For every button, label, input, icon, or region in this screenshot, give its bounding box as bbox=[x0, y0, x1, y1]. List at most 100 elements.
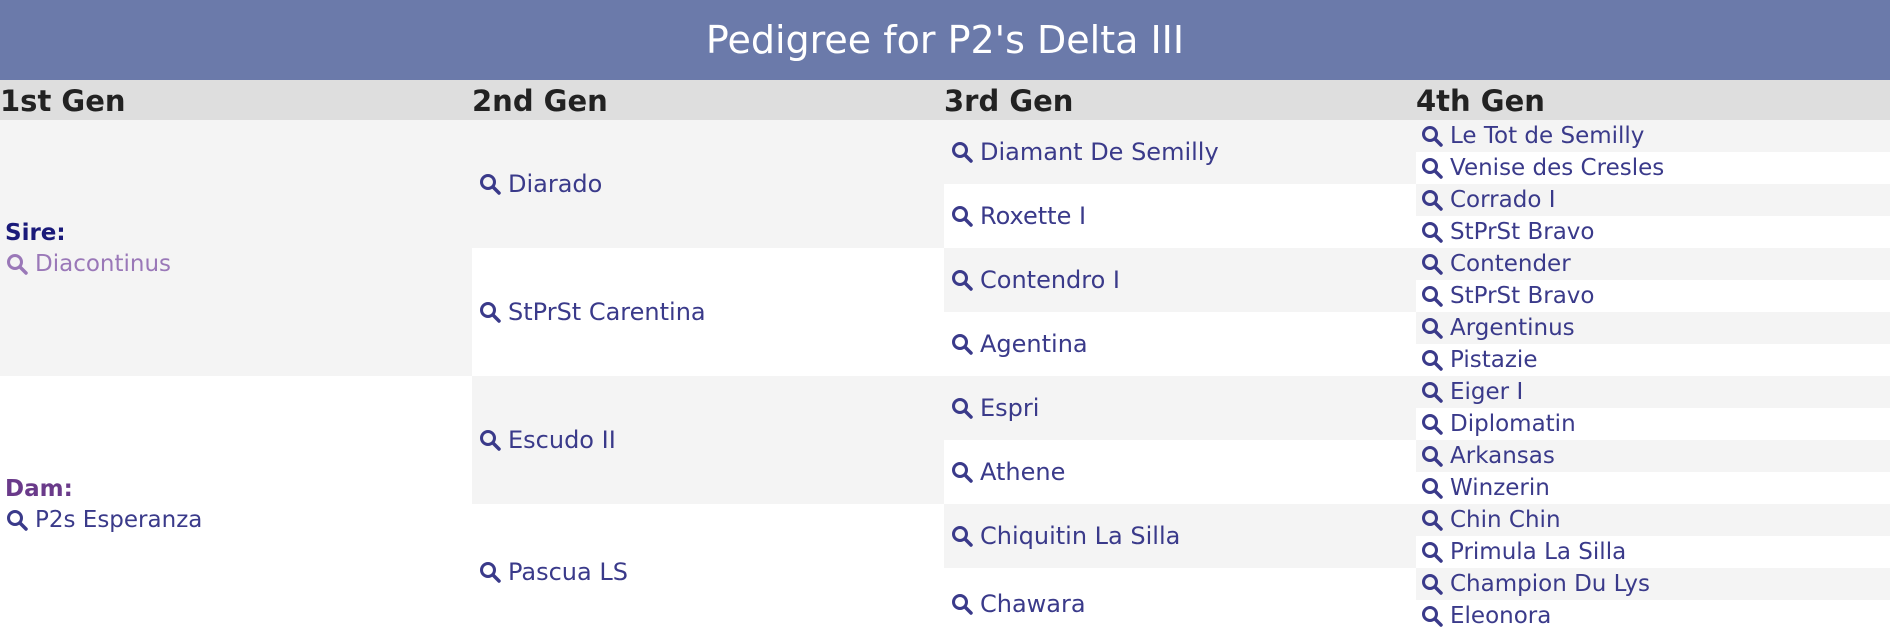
gen3-item[interactable]: Athene bbox=[944, 440, 1416, 504]
sire-cell: Sire: Diacontinus bbox=[0, 120, 472, 376]
gen2-item[interactable]: StPrSt Carentina bbox=[472, 248, 944, 376]
gen4-name[interactable]: StPrSt Bravo bbox=[1450, 283, 1595, 309]
gen3-item[interactable]: Diamant De Semilly bbox=[944, 120, 1416, 184]
gen4-name[interactable]: Corrado I bbox=[1450, 187, 1556, 213]
search-icon[interactable] bbox=[1420, 572, 1444, 596]
dam-cell: Dam: P2s Esperanza bbox=[0, 376, 472, 640]
search-icon[interactable] bbox=[950, 524, 974, 548]
gen4-item[interactable]: Arkansas bbox=[1416, 440, 1890, 472]
gen3-item[interactable]: Agentina bbox=[944, 312, 1416, 376]
search-icon[interactable] bbox=[478, 428, 502, 452]
sire-name[interactable]: Diacontinus bbox=[35, 251, 172, 277]
search-icon[interactable] bbox=[1420, 156, 1444, 180]
search-icon[interactable] bbox=[1420, 380, 1444, 404]
gen2-item[interactable]: Diarado bbox=[472, 120, 944, 248]
gen4-name[interactable]: Le Tot de Semilly bbox=[1450, 123, 1645, 149]
gen-3-header: 3rd Gen bbox=[944, 84, 1074, 118]
page-title: Pedigree for P2's Delta III bbox=[705, 18, 1185, 62]
gen4-item[interactable]: Chin Chin bbox=[1416, 504, 1890, 536]
gen2-name[interactable]: Pascua LS bbox=[508, 558, 628, 586]
gen3-item[interactable]: Chawara bbox=[944, 568, 1416, 640]
gen2-name[interactable]: Escudo II bbox=[508, 426, 616, 454]
gen3-name[interactable]: Contendro I bbox=[980, 266, 1121, 294]
gen4-item[interactable]: Argentinus bbox=[1416, 312, 1890, 344]
gen-1-header: 1st Gen bbox=[0, 84, 126, 118]
gen4-name[interactable]: Argentinus bbox=[1450, 315, 1575, 341]
search-icon[interactable] bbox=[478, 560, 502, 584]
gen4-item[interactable]: StPrSt Bravo bbox=[1416, 280, 1890, 312]
search-icon[interactable] bbox=[950, 396, 974, 420]
gen4-name[interactable]: Primula La Silla bbox=[1450, 539, 1627, 565]
search-icon[interactable] bbox=[950, 460, 974, 484]
search-icon[interactable] bbox=[1420, 124, 1444, 148]
gen4-name[interactable]: Contender bbox=[1450, 251, 1571, 277]
gen3-item[interactable]: Contendro I bbox=[944, 248, 1416, 312]
search-icon[interactable] bbox=[1420, 508, 1444, 532]
gen4-item[interactable]: Winzerin bbox=[1416, 472, 1890, 504]
search-icon[interactable] bbox=[1420, 284, 1444, 308]
search-icon[interactable] bbox=[950, 268, 974, 292]
dam-name[interactable]: P2s Esperanza bbox=[35, 507, 203, 533]
dam-label: Dam: bbox=[5, 476, 73, 502]
gen2-item[interactable]: Pascua LS bbox=[472, 504, 944, 640]
search-icon[interactable] bbox=[1420, 444, 1444, 468]
gen3-name[interactable]: Chiquitin La Silla bbox=[980, 522, 1181, 550]
search-icon[interactable] bbox=[950, 592, 974, 616]
sire-link[interactable]: Diacontinus bbox=[5, 248, 472, 280]
search-icon[interactable] bbox=[1420, 476, 1444, 500]
search-icon[interactable] bbox=[950, 204, 974, 228]
gen2-item[interactable]: Escudo II bbox=[472, 376, 944, 504]
gen4-item[interactable]: Primula La Silla bbox=[1416, 536, 1890, 568]
search-icon[interactable] bbox=[5, 508, 29, 532]
gen3-name[interactable]: Espri bbox=[980, 394, 1040, 422]
search-icon[interactable] bbox=[478, 172, 502, 196]
gen4-item[interactable]: Pistazie bbox=[1416, 344, 1890, 376]
search-icon[interactable] bbox=[950, 140, 974, 164]
gen3-name[interactable]: Agentina bbox=[980, 330, 1088, 358]
gen3-name[interactable]: Chawara bbox=[980, 590, 1086, 618]
search-icon[interactable] bbox=[950, 332, 974, 356]
generation-header-row: 1st Gen 2nd Gen 3rd Gen 4th Gen bbox=[0, 80, 1890, 120]
gen4-item[interactable]: Eiger I bbox=[1416, 376, 1890, 408]
dam-link[interactable]: P2s Esperanza bbox=[5, 504, 472, 536]
search-icon[interactable] bbox=[1420, 604, 1444, 628]
gen4-item[interactable]: Venise des Cresles bbox=[1416, 152, 1890, 184]
gen4-name[interactable]: Arkansas bbox=[1450, 443, 1555, 469]
gen4-name[interactable]: Venise des Cresles bbox=[1450, 155, 1665, 181]
gen3-item[interactable]: Espri bbox=[944, 376, 1416, 440]
gen4-item[interactable]: Le Tot de Semilly bbox=[1416, 120, 1890, 152]
sire-label: Sire: bbox=[5, 220, 66, 246]
gen4-item[interactable]: Contender bbox=[1416, 248, 1890, 280]
gen4-name[interactable]: Chin Chin bbox=[1450, 507, 1561, 533]
search-icon[interactable] bbox=[1420, 316, 1444, 340]
gen4-name[interactable]: Winzerin bbox=[1450, 475, 1550, 501]
gen3-name[interactable]: Athene bbox=[980, 458, 1066, 486]
search-icon[interactable] bbox=[1420, 348, 1444, 372]
gen4-item[interactable]: Diplomatin bbox=[1416, 408, 1890, 440]
search-icon[interactable] bbox=[5, 252, 29, 276]
gen4-name[interactable]: Champion Du Lys bbox=[1450, 571, 1650, 597]
gen4-name[interactable]: Diplomatin bbox=[1450, 411, 1576, 437]
page-title-bar: Pedigree for P2's Delta III bbox=[0, 0, 1890, 80]
gen3-item[interactable]: Chiquitin La Silla bbox=[944, 504, 1416, 568]
search-icon[interactable] bbox=[1420, 220, 1444, 244]
gen4-name[interactable]: Eleonora bbox=[1450, 603, 1552, 629]
gen4-name[interactable]: Eiger I bbox=[1450, 379, 1524, 405]
gen4-item[interactable]: Eleonora bbox=[1416, 600, 1890, 632]
gen3-item[interactable]: Roxette I bbox=[944, 184, 1416, 248]
gen4-name[interactable]: Pistazie bbox=[1450, 347, 1538, 373]
gen2-name[interactable]: Diarado bbox=[508, 170, 603, 198]
search-icon[interactable] bbox=[1420, 188, 1444, 212]
search-icon[interactable] bbox=[1420, 540, 1444, 564]
gen3-name[interactable]: Diamant De Semilly bbox=[980, 138, 1219, 166]
search-icon[interactable] bbox=[1420, 412, 1444, 436]
search-icon[interactable] bbox=[1420, 252, 1444, 276]
gen4-item[interactable]: StPrSt Bravo bbox=[1416, 216, 1890, 248]
search-icon[interactable] bbox=[478, 300, 502, 324]
gen4-item[interactable]: Corrado I bbox=[1416, 184, 1890, 216]
gen3-name[interactable]: Roxette I bbox=[980, 202, 1087, 230]
gen2-name[interactable]: StPrSt Carentina bbox=[508, 298, 706, 326]
gen-4-header: 4th Gen bbox=[1416, 84, 1545, 118]
gen4-name[interactable]: StPrSt Bravo bbox=[1450, 219, 1595, 245]
gen4-item[interactable]: Champion Du Lys bbox=[1416, 568, 1890, 600]
